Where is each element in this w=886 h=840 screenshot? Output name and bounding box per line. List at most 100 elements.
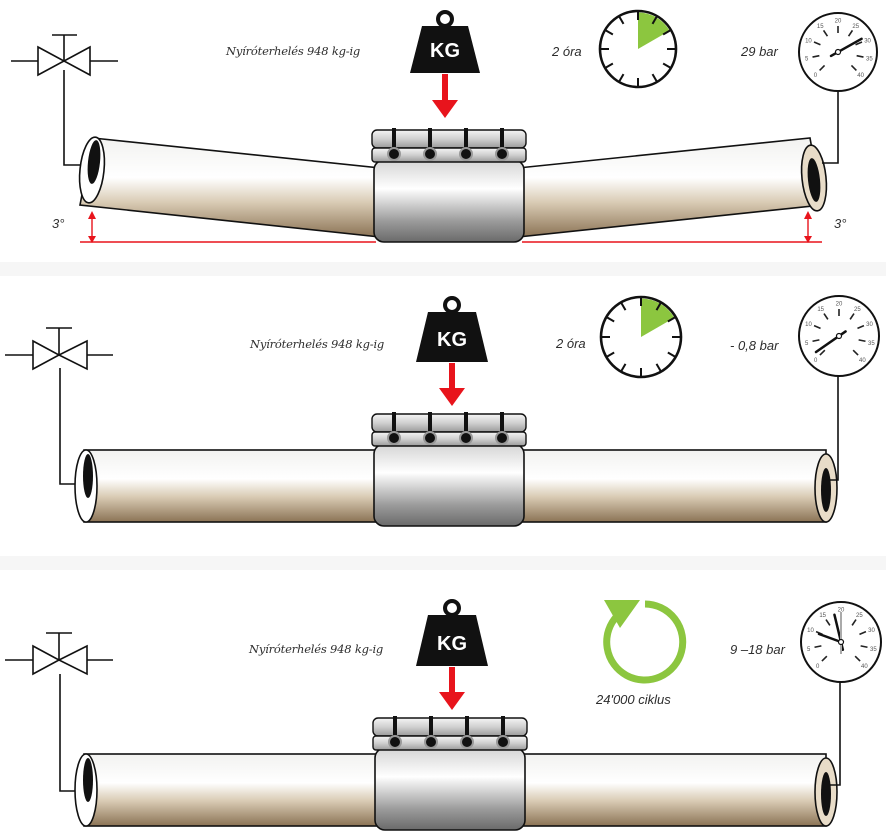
timer-tick	[604, 29, 614, 36]
pipe-right	[517, 137, 828, 238]
timer-icon	[598, 9, 678, 89]
timer-elapsed-wedge	[638, 12, 670, 49]
gauge-tick-label: 40	[857, 73, 864, 79]
gauge-tick	[856, 54, 864, 58]
gauge-tick-label: 15	[819, 613, 826, 619]
gauge-tick-label: 5	[805, 57, 809, 63]
gauge-tick	[819, 349, 826, 356]
timer-tick	[618, 73, 625, 83]
gauge-tick-label: 35	[866, 57, 873, 63]
gauge-tick	[847, 29, 854, 37]
gauge-tick	[812, 54, 820, 58]
pressure-gauge-icon: 0 5 10 15 20 25 30 35 40	[798, 12, 878, 92]
gauge-tick-label: 35	[868, 341, 875, 347]
weight-label: KG	[437, 329, 467, 351]
gauge-tick	[859, 630, 867, 636]
timer-tick	[667, 351, 677, 358]
weight-icon	[410, 10, 480, 73]
weight-label: KG	[430, 40, 460, 62]
weight-icon	[416, 599, 488, 666]
gauge-tick-label: 25	[852, 24, 859, 30]
gauge-tick-label: 20	[838, 608, 845, 614]
timer-elapsed-wedge	[641, 298, 675, 337]
gauge-tick-label: 40	[859, 358, 866, 364]
timer-tick	[655, 363, 662, 373]
gauge-tick-label: 15	[817, 24, 824, 30]
gauge-tick-label: 40	[861, 664, 868, 670]
gauge-tick-label: 20	[835, 19, 842, 25]
timer-tick	[662, 62, 672, 69]
panel-cyclic-test: 0 5 10 15 20 25 30 35 40 Nyíróterhelés 948 kg-ig…	[0, 580, 886, 840]
gauge-tick-label: 35	[870, 647, 877, 653]
gauge-tick-label: 30	[868, 628, 875, 634]
load-arrow-icon	[439, 667, 465, 710]
load-label: Nyíróterhelés 948 kg-ig	[226, 44, 361, 58]
weight-icon	[416, 296, 488, 362]
gauge-tick-label: 0	[814, 73, 818, 79]
gauge-tick-label: 5	[805, 341, 809, 347]
gauge-tick	[855, 41, 863, 46]
timer-label: 2 óra	[556, 336, 586, 351]
gauge-needle-secondary	[817, 632, 843, 644]
gauge-tick-label: 0	[814, 358, 818, 364]
timer-tick	[651, 15, 658, 25]
load-label: Nyíróterhelés 948 kg-ig	[250, 337, 385, 351]
gauge-tick	[852, 349, 859, 356]
panel-separator	[0, 262, 886, 276]
gauge-tick	[823, 313, 829, 320]
repair-clamp	[372, 716, 528, 831]
gauge-tick	[813, 324, 821, 330]
valve-icon	[11, 34, 118, 166]
gauge-tick-label: 5	[807, 647, 811, 653]
pipe-left	[78, 136, 381, 238]
angle-marker-left	[80, 211, 376, 243]
pressure-label: - 0,8 bar	[730, 338, 779, 353]
gauge-tick	[822, 29, 829, 37]
pressure-gauge-icon: 0 5 10 15 20 25 30 35 40	[800, 601, 882, 683]
panel-bending-test: 0 5 10 15 20 25 30 35 40 Nyíróterhelés 948 kg-ig…	[0, 0, 886, 260]
repair-clamp	[371, 412, 527, 527]
gauge-tick-label: 0	[816, 664, 820, 670]
timer-tick	[605, 351, 615, 358]
gauge-tick	[850, 64, 857, 71]
timer-tick	[662, 29, 672, 36]
timer-label: 2 óra	[552, 44, 582, 59]
load-label: Nyíróterhelés 948 kg-ig	[249, 642, 384, 656]
gauge-tick-label: 25	[856, 613, 863, 619]
angle-label-right: 3°	[834, 216, 847, 231]
gauge-tick-label: 15	[817, 307, 824, 313]
gauge-tick	[813, 41, 821, 46]
timer-tick	[620, 363, 627, 373]
pressure-label: 29 bar	[741, 44, 778, 59]
gauge-tick-label: 30	[866, 322, 873, 328]
repair-clamp	[371, 128, 527, 243]
gauge-tick-label: 10	[807, 628, 814, 634]
gauge-tick-label: 30	[864, 38, 871, 44]
timer-tick	[651, 73, 658, 83]
gauge-tick	[858, 339, 866, 343]
gauge-tick	[860, 645, 868, 649]
gauge-tick	[857, 324, 865, 330]
load-arrow-icon	[432, 74, 458, 118]
gauge-connector	[828, 374, 839, 481]
timer-tick	[667, 316, 677, 323]
timer-icon	[599, 295, 683, 379]
gauge-tick	[812, 339, 820, 343]
angle-label-left: 3°	[52, 216, 65, 231]
cycle-arrow-icon	[603, 600, 687, 684]
gauge-tick-label: 10	[805, 38, 812, 44]
angle-marker-right	[522, 211, 822, 243]
gauge-tick-label: 10	[805, 322, 812, 328]
gauge-tick-label: 25	[854, 307, 861, 313]
gauge-tick	[854, 655, 861, 662]
gauge-tick	[819, 64, 826, 71]
timer-tick	[620, 301, 627, 311]
panel-separator	[0, 556, 886, 570]
gauge-connector	[822, 92, 839, 164]
panel-graphics: 0 5 10 15 20 25 30 35 40	[5, 599, 882, 831]
gauge-tick	[821, 655, 828, 662]
gauge-tick	[849, 313, 855, 320]
